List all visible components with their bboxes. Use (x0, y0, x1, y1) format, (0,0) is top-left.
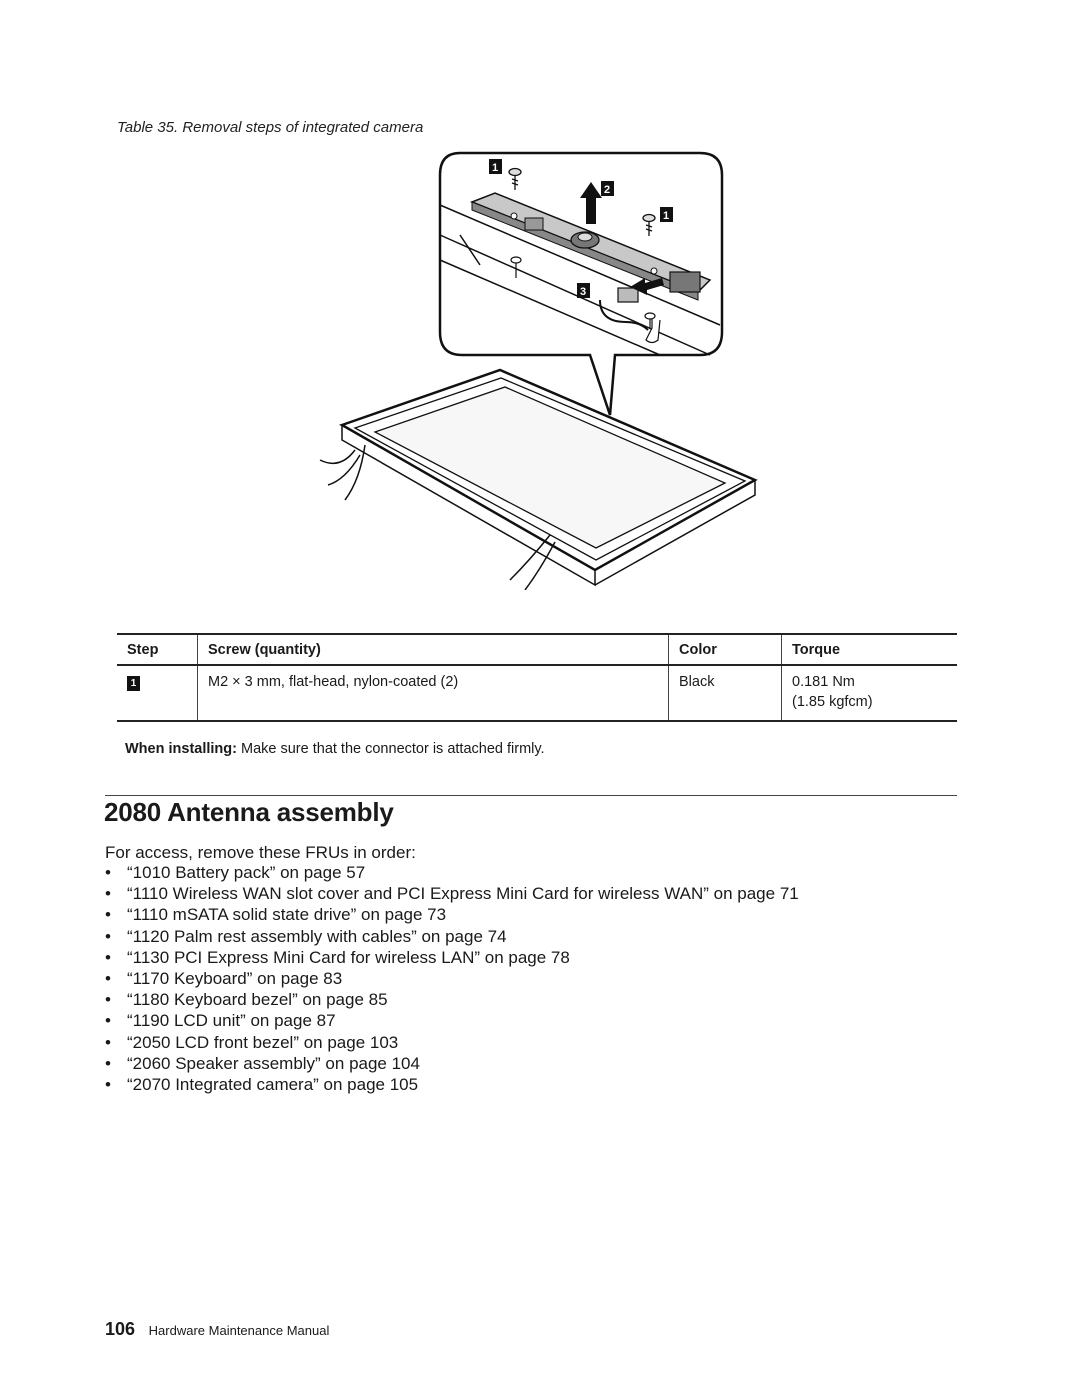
callout-1a: 1 (492, 162, 498, 174)
list-item: •“1170 Keyboard” on page 83 (105, 968, 343, 988)
manual-title: Hardware Maintenance Manual (148, 1323, 330, 1338)
cell-torque: 0.181 Nm (1.85 kgfcm) (781, 665, 957, 722)
camera-board (469, 192, 712, 301)
bubble-frame (439, 204, 721, 356)
fru-link[interactable]: “1110 Wireless WAN slot cover and PCI Ex… (127, 884, 799, 904)
list-item: •“2060 Speaker assembly” on page 104 (105, 1053, 420, 1073)
page-footer: 106 Hardware Maintenance Manual (105, 1319, 329, 1340)
detach-arrow (630, 278, 664, 295)
list-item: •“1010 Battery pack” on page 57 (105, 863, 366, 882)
list-item: •“1180 Keyboard bezel” on page 85 (105, 990, 388, 1010)
note-label: When installing: (125, 741, 237, 757)
lcd-panel (338, 368, 758, 587)
lift-arrow (580, 182, 602, 224)
callout-labels: 1 2 1 3 (489, 159, 673, 298)
list-item: •“1190 LCD unit” on page 87 (105, 1011, 336, 1031)
torque-nm: 0.181 Nm (792, 674, 855, 690)
antenna-cables (319, 444, 556, 590)
list-item: •“1120 Palm rest assembly with cables” o… (105, 926, 507, 946)
fru-link[interactable]: “1170 Keyboard” on page 83 (127, 968, 343, 988)
fru-list: •“1010 Battery pack” on page 57 •“1110 W… (105, 862, 799, 1095)
fru-link[interactable]: “2060 Speaker assembly” on page 104 (127, 1053, 420, 1073)
fru-link[interactable]: “1010 Battery pack” on page 57 (127, 863, 366, 882)
illustration-svg: 1 2 1 3 (319, 151, 758, 590)
header-screw: Screw (quantity) (197, 633, 669, 666)
camera-removal-illustration: 1 2 1 3 (300, 150, 770, 590)
callout-2: 2 (604, 184, 610, 196)
page-number: 106 (105, 1319, 136, 1339)
table-row: 1 M2 × 3 mm, flat-head, nylon-coated (2)… (117, 665, 957, 722)
fru-link[interactable]: “1190 LCD unit” on page 87 (127, 1011, 336, 1031)
cable-connector (599, 287, 661, 344)
table-caption: Table 35. Removal steps of integrated ca… (117, 119, 424, 136)
fru-link[interactable]: “2070 Integrated camera” on page 105 (127, 1074, 419, 1094)
step-number-badge: 1 (127, 676, 140, 691)
screw-icon (508, 167, 656, 236)
callout-1b: 1 (663, 210, 669, 222)
fru-link[interactable]: “1180 Keyboard bezel” on page 85 (127, 990, 388, 1010)
header-torque: Torque (781, 633, 957, 666)
torque-kgfcm: (1.85 kgfcm) (792, 694, 873, 710)
list-item: •“1110 mSATA solid state drive” on page … (105, 905, 447, 925)
table-header-row: Step Screw (quantity) Color Torque (117, 633, 957, 666)
list-item: •“1110 Wireless WAN slot cover and PCI E… (105, 884, 799, 904)
fru-link[interactable]: “1130 PCI Express Mini Card for wireless… (127, 947, 570, 967)
note-text: Make sure that the connector is attached… (241, 741, 545, 757)
cell-step: 1 (117, 665, 198, 722)
cell-color: Black (668, 665, 782, 722)
callout-3: 3 (580, 286, 586, 298)
screw-table: Step Screw (quantity) Color Torque 1 M2 … (117, 633, 957, 722)
list-item: •“1130 PCI Express Mini Card for wireles… (105, 947, 570, 967)
intro-text: For access, remove these FRUs in order: (105, 843, 416, 862)
fru-link[interactable]: “1110 mSATA solid state drive” on page 7… (127, 905, 447, 925)
list-item: •“2050 LCD front bezel” on page 103 (105, 1032, 399, 1052)
header-step: Step (117, 633, 198, 666)
header-color: Color (668, 633, 782, 666)
section-title: 2080 Antenna assembly (104, 797, 394, 827)
section-divider (105, 795, 957, 796)
list-item: •“2070 Integrated camera” on page 105 (105, 1074, 419, 1094)
fru-link[interactable]: “1120 Palm rest assembly with cables” on… (127, 926, 507, 946)
cell-screw: M2 × 3 mm, flat-head, nylon-coated (2) (197, 665, 669, 722)
installation-note: When installing: Make sure that the conn… (125, 741, 545, 757)
fru-link[interactable]: “2050 LCD front bezel” on page 103 (127, 1032, 399, 1052)
